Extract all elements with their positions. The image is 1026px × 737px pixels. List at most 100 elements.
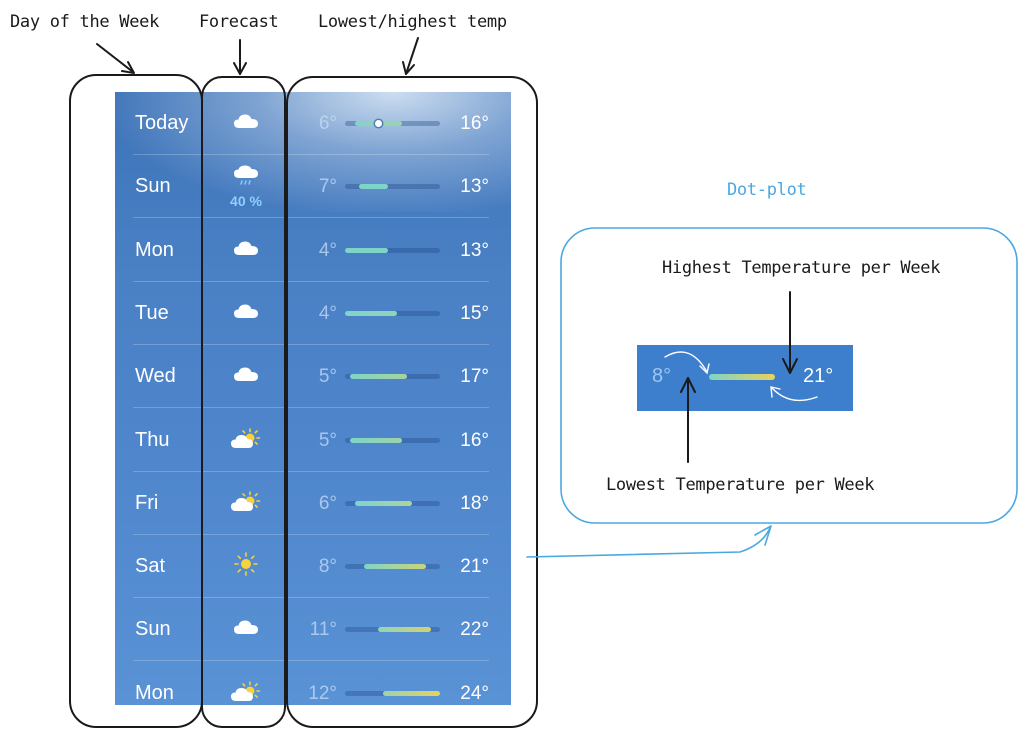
high-temp: 21° bbox=[460, 555, 489, 577]
legend-high-temp: 21° bbox=[803, 365, 834, 387]
legend-range-bar bbox=[709, 374, 775, 380]
dot-plot-legend: 8° 21° bbox=[637, 345, 853, 411]
temp-range-bar bbox=[364, 564, 426, 569]
high-temp: 16° bbox=[460, 429, 489, 451]
day-of-week-label: Day of the Week bbox=[10, 12, 160, 32]
day-name: Fri bbox=[135, 492, 159, 514]
row-divider bbox=[133, 344, 489, 345]
temp-range-track bbox=[345, 691, 440, 696]
temp-range-bar bbox=[349, 374, 407, 379]
temp-range-bar bbox=[349, 438, 402, 443]
high-temp: 13° bbox=[460, 239, 489, 261]
temp-range-track bbox=[345, 564, 440, 569]
forecast-label: Forecast bbox=[199, 12, 279, 32]
high-temp: 13° bbox=[460, 175, 489, 197]
cloud-sun-icon bbox=[230, 427, 262, 454]
day-name: Tue bbox=[135, 302, 169, 324]
cloud-icon bbox=[233, 303, 259, 324]
low-temp: 12° bbox=[308, 682, 337, 704]
forecast-cell bbox=[225, 219, 267, 282]
dot-plot-callout bbox=[560, 227, 1018, 524]
low-temp: 5° bbox=[318, 429, 337, 451]
row-divider bbox=[133, 407, 489, 408]
high-temp: 15° bbox=[460, 302, 489, 324]
temp-range-bar bbox=[345, 311, 398, 316]
day-name: Thu bbox=[135, 429, 170, 451]
high-temp: 18° bbox=[460, 492, 489, 514]
day-column-box bbox=[69, 74, 203, 728]
low-temp: 11° bbox=[309, 618, 337, 640]
current-temp-dot bbox=[374, 120, 382, 127]
precip-chance: 40 % bbox=[230, 192, 262, 209]
dot-plot-label: Dot-plot bbox=[727, 180, 807, 200]
cloud-sun-icon bbox=[230, 490, 262, 517]
row-divider bbox=[133, 660, 489, 661]
forecast-row: Sun 11° 22° bbox=[115, 598, 511, 661]
day-name: Mon bbox=[135, 682, 174, 704]
low-temp: 6° bbox=[318, 112, 337, 134]
row-divider bbox=[133, 597, 489, 598]
day-name: Wed bbox=[135, 365, 176, 387]
forecast-cell bbox=[225, 535, 267, 598]
forecast-cell bbox=[225, 598, 267, 661]
row-divider bbox=[133, 217, 489, 218]
temp-range-track bbox=[345, 120, 440, 127]
forecast-cell bbox=[225, 345, 267, 408]
forecast-column-box bbox=[201, 76, 286, 728]
day-name: Sun bbox=[135, 175, 171, 197]
temp-range-label: Lowest/highest temp bbox=[318, 12, 507, 32]
lowest-temp-label: Lowest Temperature per Week bbox=[606, 475, 875, 495]
forecast-cell bbox=[225, 662, 267, 705]
forecast-cell bbox=[225, 409, 267, 472]
row-divider bbox=[133, 154, 489, 155]
forecast-row: Wed 5° 17° bbox=[115, 345, 511, 408]
high-temp: 17° bbox=[460, 365, 489, 387]
high-temp: 22° bbox=[460, 618, 489, 640]
forecast-cell bbox=[225, 92, 267, 155]
row-divider bbox=[133, 471, 489, 472]
forecast-row: Tue 4° 15° bbox=[115, 282, 511, 345]
forecast-row: Thu 5° 16° bbox=[115, 409, 511, 472]
callout-pointer bbox=[526, 527, 771, 558]
day-name: Mon bbox=[135, 239, 174, 261]
temp-range-track bbox=[345, 501, 440, 506]
forecast-cell bbox=[225, 282, 267, 345]
temp-range-track bbox=[345, 438, 440, 443]
temp-range-bar bbox=[359, 184, 388, 189]
cloud-rain-icon bbox=[233, 165, 259, 192]
cloud-icon bbox=[233, 240, 259, 261]
low-temp: 6° bbox=[318, 492, 337, 514]
cloud-icon bbox=[233, 619, 259, 640]
cloud-icon bbox=[233, 113, 259, 134]
forecast-row: Mon 12° 24° bbox=[115, 662, 511, 705]
temp-range-bar bbox=[345, 248, 388, 253]
row-divider bbox=[133, 281, 489, 282]
legend-low-temp: 8° bbox=[652, 365, 672, 387]
temp-range-track bbox=[345, 184, 440, 189]
high-curl-arrow bbox=[771, 387, 818, 402]
low-temp: 5° bbox=[318, 365, 337, 387]
low-temp: 4° bbox=[318, 302, 337, 324]
temp-range-track bbox=[345, 374, 440, 379]
temp-range-track bbox=[345, 311, 440, 316]
temp-range-track bbox=[345, 248, 440, 253]
low-curl-arrow bbox=[664, 351, 708, 373]
high-temp: 16° bbox=[460, 112, 489, 134]
forecast-cell bbox=[225, 472, 267, 535]
sun-icon bbox=[234, 552, 258, 581]
day-name: Sat bbox=[135, 555, 166, 577]
high-temp: 24° bbox=[460, 682, 489, 704]
day-name: Sun bbox=[135, 618, 171, 640]
cloud-icon bbox=[233, 366, 259, 387]
temp-range-track bbox=[345, 627, 440, 632]
forecast-row: Mon 4° 13° bbox=[115, 219, 511, 282]
row-divider bbox=[133, 534, 489, 535]
low-temp: 4° bbox=[318, 239, 337, 261]
sky-glow bbox=[115, 92, 511, 212]
temp-range-bar bbox=[354, 501, 412, 506]
